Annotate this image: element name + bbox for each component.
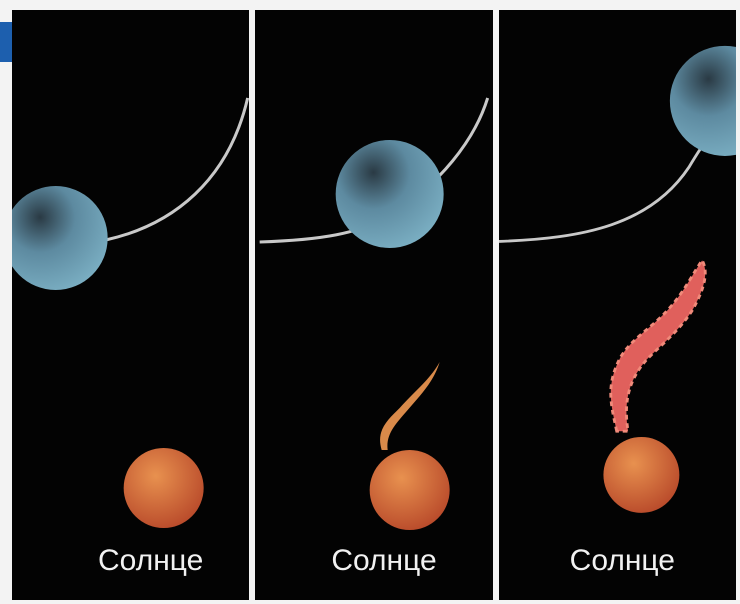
- orbit-line: [106, 98, 248, 240]
- comet-tail: [610, 260, 704, 431]
- sun: [603, 437, 679, 513]
- panel-1-drawing: [12, 10, 249, 600]
- panel-3: Солнце: [499, 10, 736, 600]
- planet: [336, 140, 444, 248]
- sun-label: Солнце: [509, 544, 736, 578]
- panel-1: Солнце: [12, 10, 249, 600]
- sun: [124, 448, 204, 528]
- comet-tail: [380, 362, 440, 450]
- panel-2-drawing: [255, 10, 492, 600]
- sun-label: Солнце: [275, 544, 492, 578]
- panel-2: Солнце: [255, 10, 492, 600]
- planet: [670, 46, 736, 156]
- panels-row: Солнце: [12, 10, 736, 600]
- panel-3-drawing: [499, 10, 736, 600]
- sun-label: Солнце: [52, 544, 249, 578]
- planet: [12, 186, 108, 290]
- sun: [370, 450, 450, 530]
